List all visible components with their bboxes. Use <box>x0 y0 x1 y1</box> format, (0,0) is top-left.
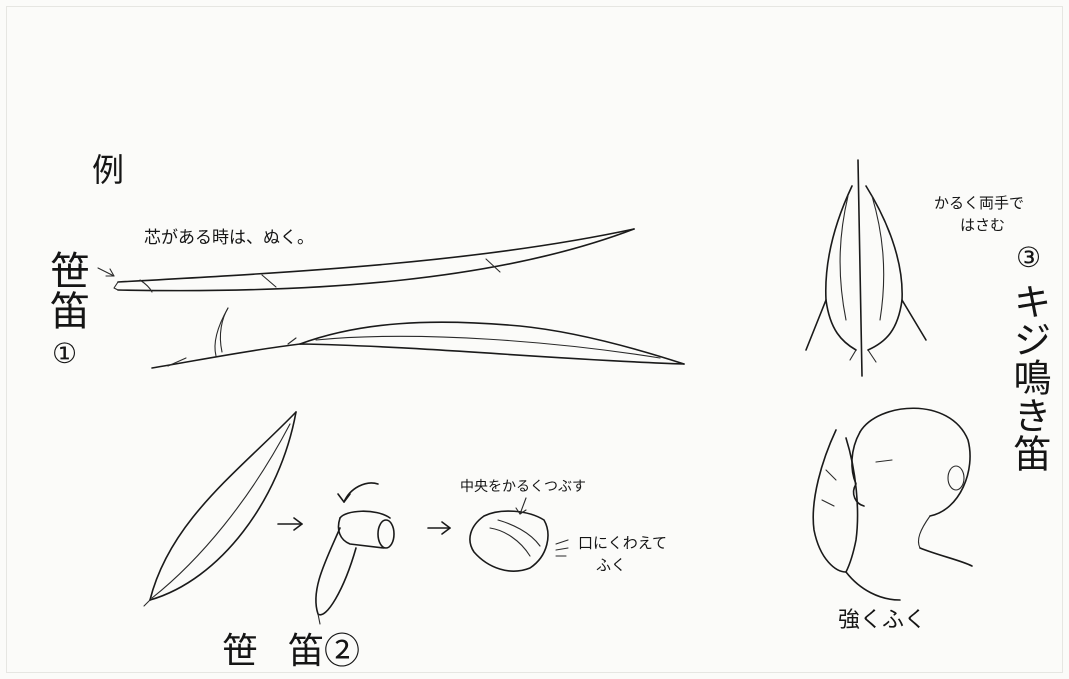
grass-blade-drawing <box>113 228 635 293</box>
sasabue-1-number: ① <box>52 337 78 370</box>
blow-note-line2: ふく <box>596 556 627 574</box>
kiji-title: キジ鳴き笛 <box>1007 282 1051 472</box>
blow-note-line1: 口にくわえて <box>578 534 667 552</box>
sasabue-1-title: 笹笛 <box>43 250 89 330</box>
blow-hard-note: 強くふく <box>838 608 927 633</box>
boy-blowing-drawing <box>812 407 973 601</box>
sasabue-2-title-left: 笹 <box>222 631 259 672</box>
rolled-leaf-drawing <box>315 510 395 625</box>
leaf-drawing <box>143 411 297 607</box>
sasabue-1-note: 芯がある時は、ぬく。 <box>144 228 314 248</box>
curved-arrow-icon <box>337 482 379 503</box>
heading: 例 <box>92 151 125 189</box>
arrow-icon <box>277 517 303 531</box>
praying-hands-drawing <box>805 159 927 377</box>
note-arrow-icon <box>97 267 115 277</box>
arrow-icon <box>427 521 451 535</box>
kiji-number: ③ <box>1016 241 1042 274</box>
hands-note-line2: はさむ <box>960 216 1006 234</box>
hands-note-line1: かるく両手で <box>934 194 1025 212</box>
twig-leaf-drawing <box>151 307 685 369</box>
squashed-roll-drawing <box>469 497 569 572</box>
sasabue-2-title-right: 笛② <box>288 631 361 672</box>
squash-note: 中央をかるくつぶす <box>460 479 586 495</box>
